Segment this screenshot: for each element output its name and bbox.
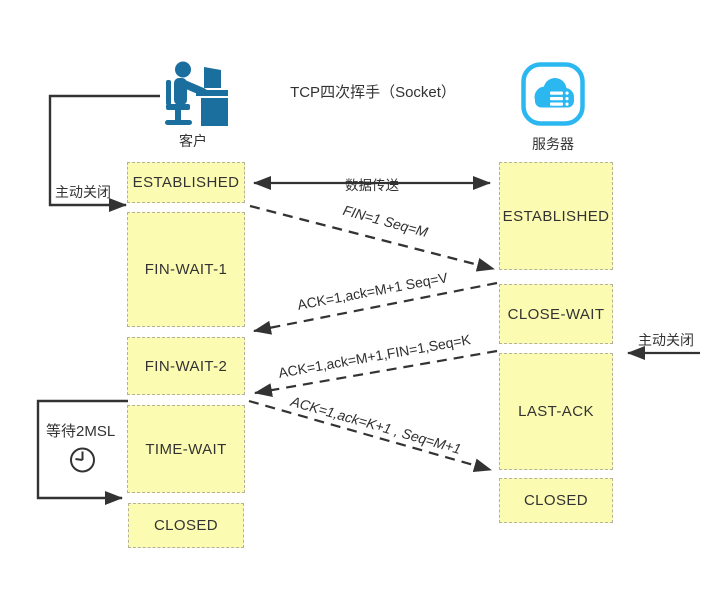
server-state-closed: CLOSED (499, 478, 613, 523)
server-state-established: ESTABLISHED (499, 162, 613, 270)
cloud-server-icon (521, 62, 585, 126)
person-at-computer-icon (165, 61, 228, 126)
server-state-close-wait: CLOSE-WAIT (499, 284, 613, 344)
wait-2msl-label: 等待2MSL (46, 423, 116, 440)
client-active-close-label: 主动关闭 (55, 184, 111, 200)
client-state-fin-wait-1: FIN-WAIT-1 (127, 212, 245, 327)
ack-2-arrow (248, 399, 492, 473)
clock-icon (70, 447, 95, 473)
ack-1-arrow (253, 281, 498, 335)
server-label: 服务器 (532, 136, 574, 152)
client-label: 客户 (179, 133, 207, 149)
client-state-established: ESTABLISHED (127, 162, 245, 203)
fin-2-arrow (254, 349, 498, 397)
data-transfer-label: 数据传送 (345, 178, 399, 193)
client-state-fin-wait-2: FIN-WAIT-2 (127, 337, 245, 395)
client-active-close-connector (48, 94, 160, 212)
client-state-time-wait: TIME-WAIT (127, 405, 245, 493)
client-state-closed: CLOSED (128, 503, 244, 548)
fin-1-arrow (249, 204, 495, 272)
server-state-last-ack: LAST-ACK (499, 353, 613, 470)
wait-2msl-connector (36, 399, 128, 505)
server-active-close-label: 主动关闭 (638, 332, 694, 348)
diagram-title: TCP四次挥手（Socket） (290, 84, 456, 101)
